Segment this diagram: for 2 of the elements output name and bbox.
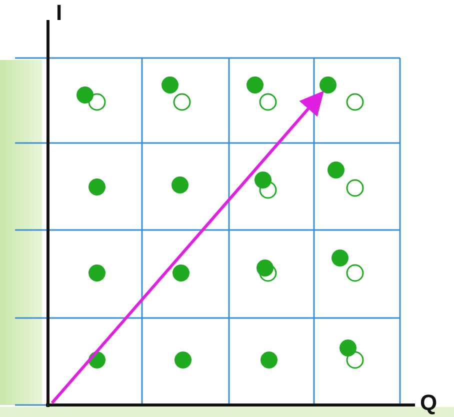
- axis-label: I: [56, 2, 62, 24]
- axis-label: Q: [420, 392, 438, 414]
